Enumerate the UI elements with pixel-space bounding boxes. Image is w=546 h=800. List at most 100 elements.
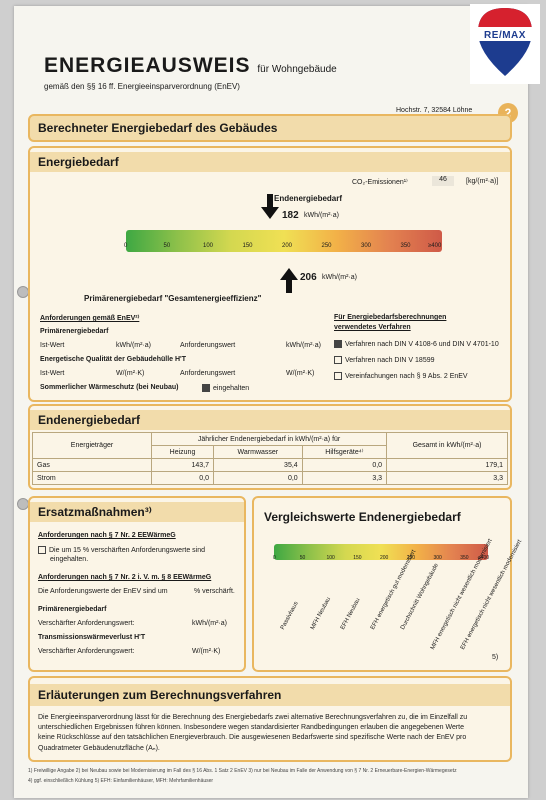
ersatz-heading: Ersatzmaßnahmen³⁾ xyxy=(30,502,244,522)
remax-logo: RE/MAX xyxy=(470,4,540,84)
energy-scale xyxy=(126,230,442,252)
anf-wert-label: Anforderungswert xyxy=(180,342,236,349)
scale-tick: 150 xyxy=(242,243,253,249)
scale-tick: 200 xyxy=(380,555,389,561)
col-traeger: Energieträger xyxy=(32,432,152,459)
unit-label: kWh/(m²·a) xyxy=(192,620,227,627)
ersatz-a2: Anforderungen nach § 7 Nr. 2 i. V. m. § … xyxy=(38,574,212,581)
ersatz-a2-text: Die Anforderungswerte der EnEV sind um xyxy=(38,588,168,595)
cell-traeger: Strom xyxy=(32,471,152,485)
vergleich-section: Vergleichswerte Endenergiebedarf 5) 0 50 1… xyxy=(252,496,523,672)
anf-wert-label: Anforderungswert xyxy=(180,370,236,377)
end-label: Endenergiebedarf xyxy=(274,194,343,203)
prim-unit: kWh/(m²·a) xyxy=(322,274,357,281)
cell-warmwasser: 0,0 xyxy=(213,471,303,485)
scale-tick: 0 xyxy=(273,555,276,561)
scale-tick: 50 xyxy=(299,555,306,561)
co2-label: CO₂-Emissionen¹⁾ xyxy=(352,179,408,186)
table-row: Gas 143,7 35,4 0,0 179,1 xyxy=(32,458,508,472)
scale-tick: 0 xyxy=(124,243,128,249)
erlaeuterung-heading: Erläuterungen zum Berechnungsverfahren xyxy=(30,684,510,706)
end-unit: kWh/(m²·a) xyxy=(304,212,339,219)
ersatz-a1: Anforderungen nach § 7 Nr. 2 EEWärmeG xyxy=(38,532,176,539)
vergleich-label: Passivhaus xyxy=(280,600,300,631)
eingehalten-checkbox[interactable]: eingehalten xyxy=(202,384,249,392)
endenergiebedarf-section: Endenergiebedarf Energieträger Jährliche… xyxy=(28,404,512,490)
energiebedarf-section: Energiebedarf CO₂-Emissionen¹⁾ 46 [kg/(m… xyxy=(28,146,512,402)
main-heading-band: Berechneter Energiebedarf des Gebäudes xyxy=(28,114,512,142)
endenergiebedarf-heading: Endenergiebedarf xyxy=(30,410,510,430)
co2-unit: [kg/(m²·a)] xyxy=(466,178,499,185)
ersatz-a2-pct: % verschärft. xyxy=(194,588,235,595)
unit-label: kWh/(m²·a) xyxy=(286,342,321,349)
col-warmwasser: Warmwasser xyxy=(213,445,303,459)
unit-label: W/(m²·K) xyxy=(192,648,221,655)
verf-option-3[interactable]: Vereinfachungen nach § 9 Abs. 2 EnEV xyxy=(334,372,468,380)
unit-label: W/(m²·K) xyxy=(116,370,145,377)
req-heading: Anforderungen gemäß EnEV²⁾ xyxy=(40,315,140,322)
scale-tick: ≥400 xyxy=(478,555,490,561)
ist-wert-label: Ist-Wert xyxy=(40,342,65,349)
col-gesamt: Gesamt in kWh/(m²·a) xyxy=(386,432,508,459)
scale-tick: ≥400 xyxy=(428,243,442,249)
ersatz-prim: Primärenergiebedarf xyxy=(38,606,107,613)
main-heading: Berechneter Energiebedarf des Gebäudes xyxy=(38,121,278,135)
energiebedarf-heading: Energiebedarf xyxy=(30,152,510,172)
ersatz-a1-text: eingehalten. xyxy=(50,556,89,563)
verf-heading: Für Energiebedarfsberechnungen xyxy=(334,314,447,321)
ersatz-versch: Verschärfter Anforderungswert: xyxy=(38,620,135,627)
verf-option-2[interactable]: Verfahren nach DIN V 18599 xyxy=(334,356,435,364)
erlaeuterung-text: unterschiedlichen Ergebnissen führen kön… xyxy=(38,724,465,731)
cell-traeger: Gas xyxy=(32,458,152,472)
logo-text: RE/MAX xyxy=(484,30,526,41)
sommer-label: Sommerlicher Wärmeschutz (bei Neubau) xyxy=(40,384,179,391)
document-title: ENERGIEAUSWEIS für Wohngebäude xyxy=(44,54,337,77)
cell-warmwasser: 35,4 xyxy=(213,458,303,472)
prim-label: Primärenergiebedarf "Gesamtenergieeffizi… xyxy=(84,294,262,303)
scale-tick: 300 xyxy=(433,555,442,561)
vergleich-heading: Vergleichswerte Endenergiebedarf xyxy=(264,510,461,524)
col-group-header: Jährlicher Endenergiebedarf in kWh/(m²·a… xyxy=(150,432,388,446)
scale-tick: 350 xyxy=(460,555,469,561)
scale-tick: 100 xyxy=(326,555,335,561)
ersatz-a1-checkbox[interactable]: Die um 15 % verschärften Anforderungswer… xyxy=(38,546,205,554)
scale-tick: 100 xyxy=(203,243,214,249)
address: Hochstr. 7, 32584 Löhne xyxy=(396,107,473,114)
ersatz-trans: Transmissionswärmeverlust H'T xyxy=(38,634,146,641)
vergleich-scale xyxy=(274,544,488,560)
cell-hilfsgeraete: 0,0 xyxy=(301,458,388,472)
erlaeuterung-text: Quadratmeter Gebäudenutzfläche (Aₙ). xyxy=(38,745,160,752)
ersatz-section: Ersatzmaßnahmen³⁾ Anforderungen nach § 7… xyxy=(28,496,246,672)
vergleich-label: EFH Neubau xyxy=(340,597,362,631)
cell-heizung: 0,0 xyxy=(150,471,215,485)
cell-gesamt: 3,3 xyxy=(386,471,508,485)
verf-option-1[interactable]: Verfahren nach DIN V 4108-6 und DIN V 47… xyxy=(334,340,499,348)
req-prim: Primärenergiebedarf xyxy=(40,328,109,335)
col-heizung: Heizung xyxy=(150,445,215,459)
footnote: 1) Freiwillige Angabe 2) bei Neubau sowi… xyxy=(28,768,457,774)
table-header-row: Energieträger Jährlicher Endenergiebedar… xyxy=(32,432,508,459)
endenergie-table: Energieträger Jährlicher Endenergiebedar… xyxy=(32,432,508,485)
scale-tick: 50 xyxy=(163,243,171,249)
vergleich-label: MFH Neubau xyxy=(310,596,333,631)
prim-value: 206 xyxy=(300,272,317,283)
scale-tick: 300 xyxy=(361,243,372,249)
col-hilfsgeraete: Hilfsgeräte⁴⁾ xyxy=(301,445,388,459)
table-subheader-row: Heizung Warmwasser Hilfsgeräte⁴⁾ xyxy=(33,445,508,459)
document-subtitle: gemäß den §§ 16 ff. Energieeinsparverord… xyxy=(44,82,240,91)
co2-value: 46 xyxy=(432,176,454,186)
qual-label: Energetische Qualität der Gebäudehülle H… xyxy=(40,356,186,363)
verf-heading-2: verwendetes Verfahren xyxy=(334,324,411,331)
scale-tick: 250 xyxy=(321,243,332,249)
balloon-icon xyxy=(478,8,532,76)
scale-tick: 200 xyxy=(282,243,293,249)
table-row: Strom 0,0 0,0 3,3 3,3 xyxy=(32,471,508,485)
unit-label: kWh/(m²·a) xyxy=(116,342,151,349)
scale-tick: 250 xyxy=(406,555,416,561)
cell-heizung: 143,7 xyxy=(150,458,215,472)
end-value: 182 xyxy=(282,210,299,221)
scale-tick: 150 xyxy=(353,555,362,561)
ersatz-versch: Verschärfter Anforderungswert: xyxy=(38,648,135,655)
vergleich-footnote: 5) xyxy=(492,654,499,661)
erlaeuterung-text: Die Energieeinsparverordnung lässt für d… xyxy=(38,714,468,721)
